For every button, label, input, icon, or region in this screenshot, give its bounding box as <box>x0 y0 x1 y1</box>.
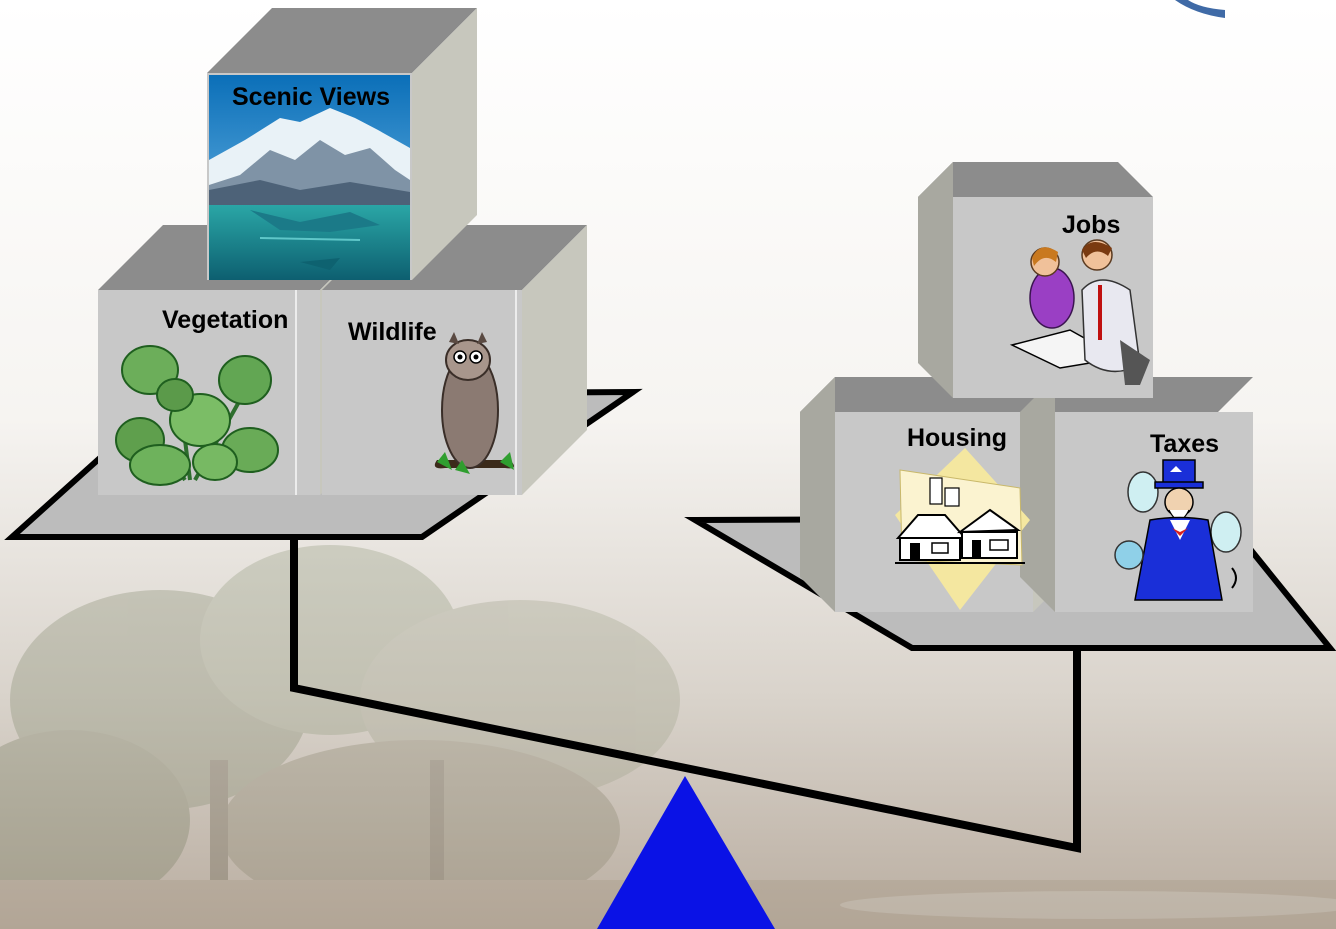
wildlife-label: Wildlife <box>348 318 437 346</box>
beam <box>290 540 1081 853</box>
houses-icon <box>895 448 1030 610</box>
jobs-label: Jobs <box>1062 211 1120 239</box>
vegetation-label: Vegetation <box>162 306 288 334</box>
fulcrum-triangle <box>597 776 775 929</box>
office-workers-icon <box>1009 239 1150 385</box>
uncle-sam-icon <box>1114 459 1242 601</box>
logo-arc <box>1175 0 1225 18</box>
scenic-views-label: Scenic Views <box>232 83 390 111</box>
taxes-label: Taxes <box>1150 430 1219 458</box>
housing-label: Housing <box>907 424 1007 452</box>
owl-icon <box>434 332 514 474</box>
leafy-plant-icon <box>115 345 279 486</box>
mountain-lake-image <box>209 75 410 280</box>
